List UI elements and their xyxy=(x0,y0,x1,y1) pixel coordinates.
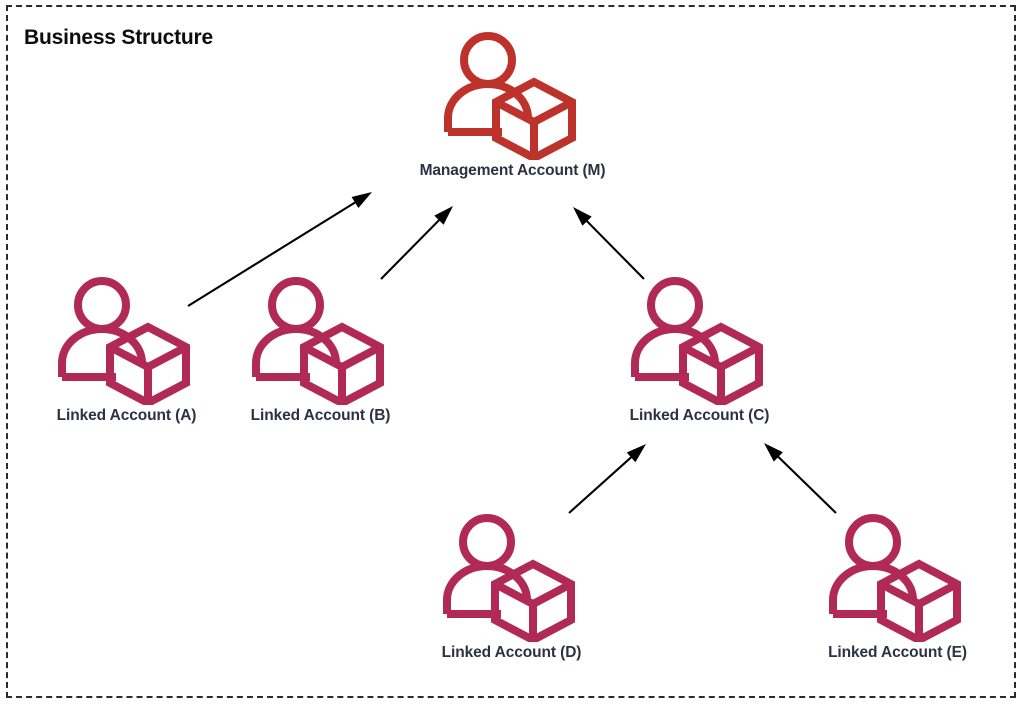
user-head xyxy=(460,32,516,88)
cube-inner-edges xyxy=(302,343,382,403)
account-label-m: Management Account (M) xyxy=(419,162,606,179)
edge-line-c-to-m xyxy=(583,217,645,280)
cube-inner-edges xyxy=(108,343,188,403)
edge-arrowhead-e-to-c xyxy=(764,443,783,462)
user-head xyxy=(74,277,130,333)
account-node-a[interactable]: Linked Account (A) xyxy=(54,275,199,425)
edge-line-e-to-c xyxy=(775,453,837,514)
user-cube-icon xyxy=(252,277,384,405)
account-label-c: Linked Account (C) xyxy=(629,407,770,424)
account-label-d: Linked Account (D) xyxy=(441,644,582,661)
user-cube-icon xyxy=(444,32,576,160)
account-node-d[interactable]: Linked Account (D) xyxy=(439,512,584,662)
cube-inner-edges xyxy=(879,580,959,640)
user-head xyxy=(845,514,901,570)
user-cube-icon xyxy=(631,277,763,405)
user-head xyxy=(268,277,324,333)
user-cube-icon xyxy=(829,514,961,642)
edge-arrowhead-a-to-m xyxy=(351,192,372,209)
user-shoulders xyxy=(631,325,719,377)
user-head xyxy=(459,514,515,570)
account-node-e[interactable]: Linked Account (E) xyxy=(825,512,970,662)
user-shoulders xyxy=(443,562,531,614)
account-label-e: Linked Account (E) xyxy=(828,644,967,661)
account-label-a: Linked Account (A) xyxy=(56,407,197,424)
user-shoulders xyxy=(58,325,146,377)
edge-arrowhead-b-to-m xyxy=(434,206,453,225)
account-node-b[interactable]: Linked Account (B) xyxy=(248,275,393,425)
cube-inner-edges xyxy=(494,98,574,158)
user-head xyxy=(647,277,703,333)
account-label-b: Linked Account (B) xyxy=(250,407,391,424)
account-node-m[interactable]: Management Account (M) xyxy=(420,30,606,180)
user-cube-icon xyxy=(443,514,575,642)
edge-arrowhead-d-to-c xyxy=(626,444,646,463)
user-shoulders xyxy=(252,325,340,377)
cube-inner-edges xyxy=(681,343,761,403)
account-node-c[interactable]: Linked Account (C) xyxy=(627,275,772,425)
edge-arrowhead-c-to-m xyxy=(573,207,592,226)
page-title: Business Structure xyxy=(24,26,213,49)
edge-line-d-to-c xyxy=(568,454,635,514)
user-shoulders xyxy=(829,562,917,614)
user-shoulders xyxy=(444,80,532,132)
user-cube-icon xyxy=(58,277,190,405)
cube-inner-edges xyxy=(493,580,573,640)
edge-line-b-to-m xyxy=(380,216,443,280)
